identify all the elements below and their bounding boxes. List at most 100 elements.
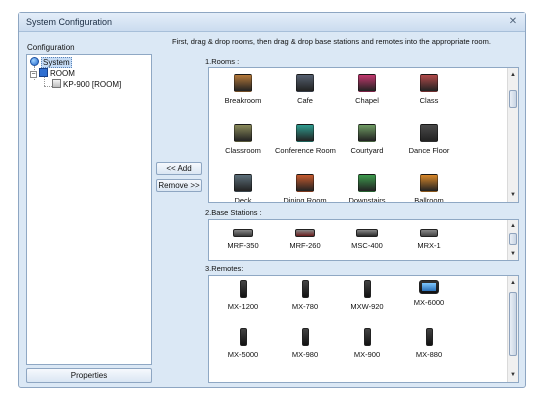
room-item-label: Courtyard [350, 146, 384, 155]
remote-mx-1200-icon [239, 280, 247, 298]
base-station-item-mrx-1[interactable]: MRX-1 [399, 229, 459, 250]
room-item-dining-room[interactable]: Dining Room [275, 174, 335, 203]
room-item-label: Class [419, 96, 439, 105]
scroll-thumb[interactable] [509, 90, 517, 108]
room-item-downstairs[interactable]: Downstairs [337, 174, 397, 203]
tree-node-kp-900[interactable]: KP-900 [ROOM] [52, 79, 121, 89]
room-item-class[interactable]: Class [399, 74, 459, 105]
room-item-dance-floor[interactable]: Dance Floor [399, 124, 459, 155]
remove-button[interactable]: Remove >> [156, 179, 202, 192]
remote-item-mx-5000[interactable]: MX-5000 [213, 328, 273, 359]
properties-button[interactable]: Properties [26, 368, 152, 383]
base-station-item-label: MSC-400 [351, 241, 383, 250]
base-station-item-label: MRX-1 [417, 241, 441, 250]
room-item-breakroom[interactable]: Breakroom [213, 74, 273, 105]
remote-item-label: MX-1200 [227, 302, 259, 311]
room-item-deck[interactable]: Deck [213, 174, 273, 203]
scroll-up-icon[interactable]: ▲ [510, 280, 516, 286]
room-cafe-icon [296, 74, 314, 92]
system-configuration-window: System Configuration ✕ Configuration Sys… [18, 12, 526, 388]
configuration-label: Configuration [27, 43, 75, 52]
remote-item-mx-900[interactable]: MX-900 [337, 328, 397, 359]
scroll-thumb[interactable] [509, 233, 517, 245]
room-item-label: Deck [234, 196, 252, 203]
remote-item-mx-780[interactable]: MX-780 [275, 280, 335, 311]
remotes-label: 3.Remotes: [205, 264, 244, 273]
room-item-label: Classroom [225, 146, 261, 155]
scroll-up-icon[interactable]: ▲ [510, 223, 516, 229]
room-item-chapel[interactable]: Chapel [337, 74, 397, 105]
remote-mx-900-icon [363, 328, 371, 346]
scroll-down-icon[interactable]: ▼ [510, 251, 516, 257]
room-downstairs-icon [358, 174, 376, 192]
rooms-label: 1.Rooms : [205, 57, 240, 66]
base-station-msc-400-icon [356, 229, 378, 237]
remote-mx-5000-icon [239, 328, 247, 346]
base-station-mrf-350-icon [233, 229, 253, 237]
remote-item-mx-880[interactable]: MX-880 [399, 328, 459, 359]
globe-icon [30, 57, 39, 66]
room-item-courtyard[interactable]: Courtyard [337, 124, 397, 155]
room-item-ballroom[interactable]: Ballroom [399, 174, 459, 202]
scroll-down-icon[interactable]: ▼ [510, 192, 516, 198]
room-item-label: Cafe [297, 96, 313, 105]
room-item-label: Chapel [355, 96, 379, 105]
scroll-up-icon[interactable]: ▲ [510, 72, 516, 78]
remote-item-mx-980[interactable]: MX-980 [275, 328, 335, 359]
remote-item-label: MX-880 [415, 350, 443, 359]
room-item-classroom[interactable]: Classroom [213, 124, 273, 155]
room-dining-room-icon [296, 174, 314, 192]
remote-mxw-920-icon [363, 280, 371, 298]
room-item-label: Downstairs [348, 196, 386, 203]
room-class-icon [420, 74, 438, 92]
room-item-label: Dance Floor [408, 146, 450, 155]
remote-item-label: MX-6000 [413, 298, 445, 307]
remote-item-label: MX-980 [291, 350, 319, 359]
base-station-item-msc-400[interactable]: MSC-400 [337, 229, 397, 250]
window-title: System Configuration [26, 17, 113, 27]
remote-mx-980-icon [301, 328, 309, 346]
collapse-icon[interactable]: − [30, 71, 37, 78]
scroll-thumb[interactable] [509, 292, 517, 356]
rooms-scrollbar[interactable]: ▲ ▼ [507, 68, 518, 202]
instructions-text: First, drag & drop rooms, then drag & dr… [172, 37, 491, 46]
device-icon [52, 79, 61, 88]
room-deck-icon [234, 174, 252, 192]
room-chapel-icon [358, 74, 376, 92]
title-bar: System Configuration ✕ [19, 13, 525, 32]
base-station-mrx-1-icon [420, 229, 438, 237]
remote-mx-880-icon [425, 328, 433, 346]
remote-item-label: MX-780 [291, 302, 319, 311]
tree-node-room[interactable]: −ROOM [30, 68, 75, 78]
base-station-item-mrf-350[interactable]: MRF-350 [213, 229, 273, 250]
remote-item-label: MXW-920 [350, 302, 384, 311]
room-icon [39, 68, 48, 77]
scroll-down-icon[interactable]: ▼ [510, 372, 516, 378]
remote-item-mx-6000[interactable]: MX-6000 [399, 280, 459, 307]
room-item-cafe[interactable]: Cafe [275, 74, 335, 105]
room-item-label: Dining Room [283, 196, 327, 203]
remote-item-mx-1200[interactable]: MX-1200 [213, 280, 273, 311]
tree-node-system[interactable]: System [30, 57, 72, 68]
remote-item-label: MX-900 [353, 350, 381, 359]
room-item-conference-room[interactable]: Conference Room [275, 124, 336, 155]
room-courtyard-icon [358, 124, 376, 142]
stations-scrollbar[interactable]: ▲ ▼ [507, 220, 518, 260]
base-station-item-mrf-260[interactable]: MRF-260 [275, 229, 335, 250]
close-icon[interactable]: ✕ [508, 16, 518, 27]
remote-mx-6000-icon [419, 280, 439, 294]
remote-item-label: MX-5000 [227, 350, 259, 359]
room-item-label: Breakroom [224, 96, 262, 105]
remote-item-mxw-920[interactable]: MXW-920 [337, 280, 397, 311]
configuration-tree[interactable]: System −ROOM KP-900 [ROOM] [26, 54, 152, 365]
room-ballroom-icon [420, 174, 438, 192]
base-stations-label: 2.Base Stations : [205, 208, 262, 217]
base-station-item-label: MRF-350 [227, 241, 259, 250]
remote-mx-780-icon [301, 280, 309, 298]
remotes-scrollbar[interactable]: ▲ ▼ [507, 276, 518, 382]
room-breakroom-icon [234, 74, 252, 92]
add-button[interactable]: << Add [156, 162, 202, 175]
